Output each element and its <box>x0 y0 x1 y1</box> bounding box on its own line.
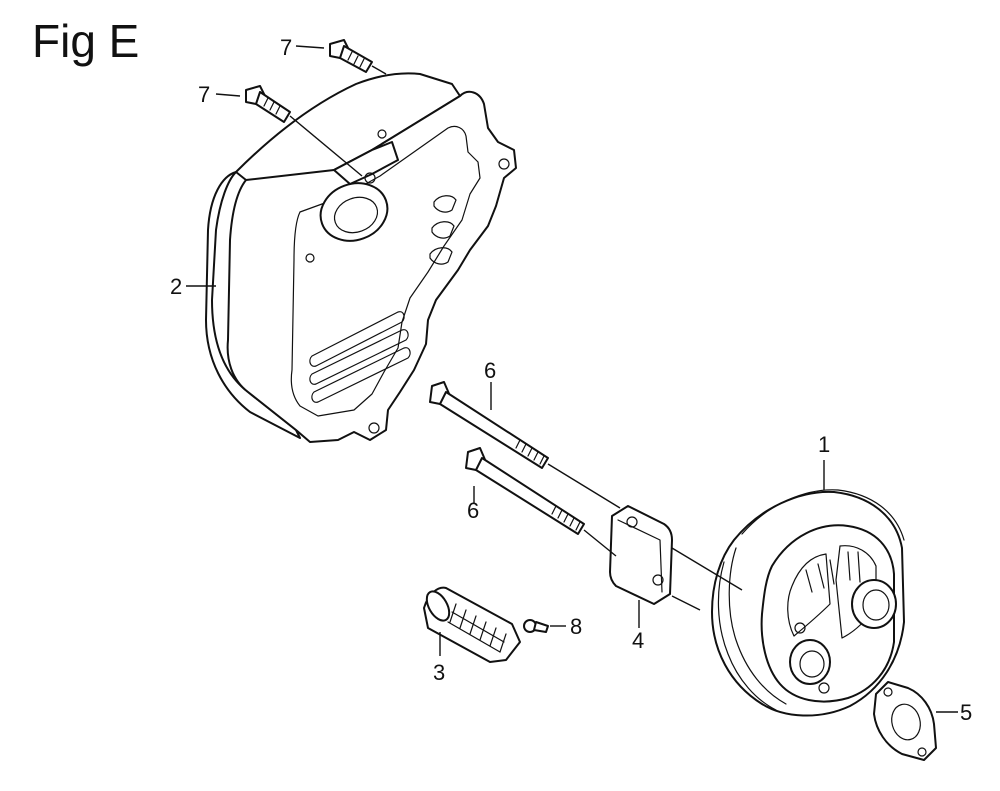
muffler-bolt-lower-part <box>465 447 585 535</box>
flange-bolt-lower-part <box>245 85 291 123</box>
callout-labels: 7 7 2 6 6 1 4 3 8 5 <box>170 35 972 725</box>
flange-bolt-upper-part <box>329 39 373 73</box>
exhaust-gasket-part <box>873 681 937 761</box>
muffler-bolt-upper-part <box>429 381 549 469</box>
callout-5: 5 <box>960 700 972 725</box>
muffler-part <box>711 489 905 717</box>
screw-part <box>523 619 549 633</box>
callout-1: 1 <box>818 432 830 457</box>
leader-lines <box>186 45 958 713</box>
callout-6-lower: 6 <box>467 498 479 523</box>
muffler-protector-part <box>205 72 517 443</box>
figure-title: Fig E <box>32 15 140 67</box>
callout-7-upper: 7 <box>280 35 292 60</box>
callout-2: 2 <box>170 274 182 299</box>
callout-4: 4 <box>632 628 644 653</box>
callout-6-upper: 6 <box>484 358 496 383</box>
callout-3: 3 <box>433 660 445 685</box>
muffler-gasket-part <box>609 505 673 605</box>
spark-arrester-part <box>423 586 521 663</box>
callout-7-lower: 7 <box>198 82 210 107</box>
callout-8: 8 <box>570 614 582 639</box>
